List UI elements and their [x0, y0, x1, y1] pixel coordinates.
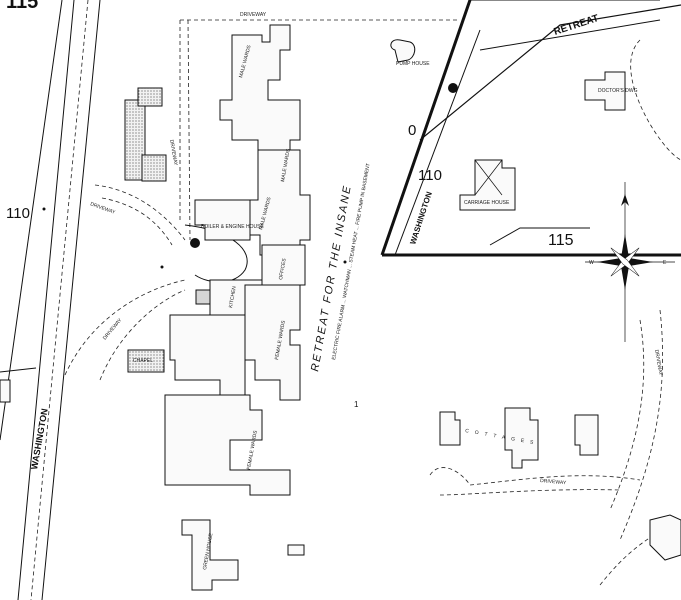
label-doctors-dwg: DOCTOR'S DWG	[598, 88, 638, 94]
label-pump-house: PUMP HOUSE	[396, 61, 430, 67]
label-male-wards-2: MALE WARDS	[280, 148, 292, 183]
label-carriage-house: CARRIAGE HOUSE	[464, 200, 510, 206]
east-block-outline	[380, 0, 681, 257]
misc-mark-1: 1	[354, 400, 359, 409]
green-house	[181, 519, 305, 591]
svg-text:E: E	[663, 260, 667, 266]
label-boiler-house: BOILER & ENGINE HOUSE	[201, 224, 264, 230]
driveway-label-2: DRIVEWAY	[168, 139, 179, 166]
hydrant-marker-west	[190, 238, 200, 248]
pump-house	[390, 39, 416, 63]
washington-label-east: WASHINGTON	[408, 190, 434, 245]
driveway-label-6: DRIVEWAY	[653, 349, 664, 376]
corner-mark-1	[160, 265, 164, 269]
driveway-label-1: DRIVEWAY	[89, 201, 116, 216]
southeast-building	[649, 514, 681, 561]
hydrant-marker-east	[448, 83, 458, 93]
block-number-center: 110	[418, 167, 442, 184]
outbuilding-west	[124, 87, 167, 182]
driveway-label-3: DRIVEWAY	[102, 317, 124, 341]
driveway-label-4: DRIVEWAY	[240, 12, 267, 18]
corner-mark-2	[343, 260, 347, 264]
block-number-west: 110	[6, 205, 30, 222]
label-chapel: CHAPEL	[133, 358, 153, 364]
washington-label-west: WASHINGTON	[29, 408, 50, 471]
compass-rose: W E	[585, 182, 675, 342]
block-number-east-zero: 0	[408, 122, 416, 139]
corner-marker-west	[42, 207, 46, 211]
doctors-dwelling	[584, 71, 626, 111]
left-edge-building	[0, 367, 37, 403]
cottages	[439, 407, 599, 469]
sheet-number: 115	[6, 0, 38, 13]
east-driveways	[429, 39, 681, 586]
label-kitchen: KITCHEN	[228, 285, 238, 308]
retreat-main-complex	[127, 24, 311, 496]
block-number-bottom: 115	[548, 232, 574, 249]
label-offices: OFFICES	[278, 257, 288, 280]
carriage-house	[459, 159, 516, 211]
washington-street-west	[0, 0, 101, 600]
driveway-label-5: DRIVEWAY	[540, 478, 567, 486]
svg-text:W: W	[589, 260, 594, 266]
